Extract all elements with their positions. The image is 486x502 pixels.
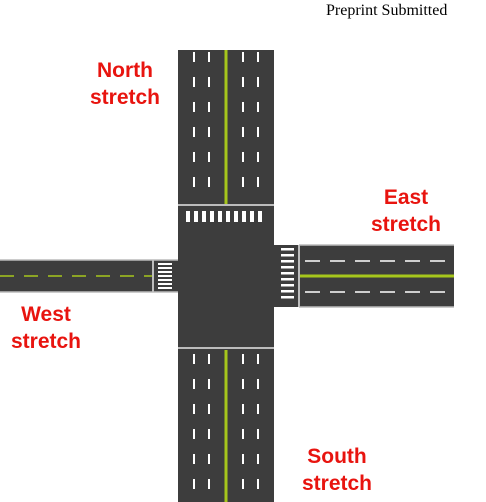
south-label-line-2: stretch — [301, 472, 373, 495]
lane-dashes — [193, 52, 259, 502]
center-lines — [224, 50, 454, 502]
east-crosswalk — [281, 248, 294, 299]
north-label-line-2: stretch — [89, 86, 161, 109]
header-text: Preprint Submitted — [326, 2, 448, 19]
east-label-line-2: stretch — [370, 213, 442, 236]
west-stretch-label: West stretch — [0, 301, 100, 355]
south-stretch-label: South stretch — [282, 443, 392, 497]
intersection-box — [178, 206, 274, 348]
east-stretch-label: East stretch — [352, 184, 460, 238]
west-label-line-2: stretch — [10, 330, 82, 353]
west-crosswalk — [158, 263, 172, 289]
east-label-line-1: East — [383, 186, 429, 209]
north-stretch-label: North stretch — [70, 57, 180, 111]
stop-lines — [0, 204, 454, 349]
south-label-line-1: South — [307, 445, 367, 468]
west-label-line-1: West — [21, 303, 71, 326]
north-crosswalk — [186, 211, 262, 222]
north-label-line-1: North — [97, 59, 153, 82]
